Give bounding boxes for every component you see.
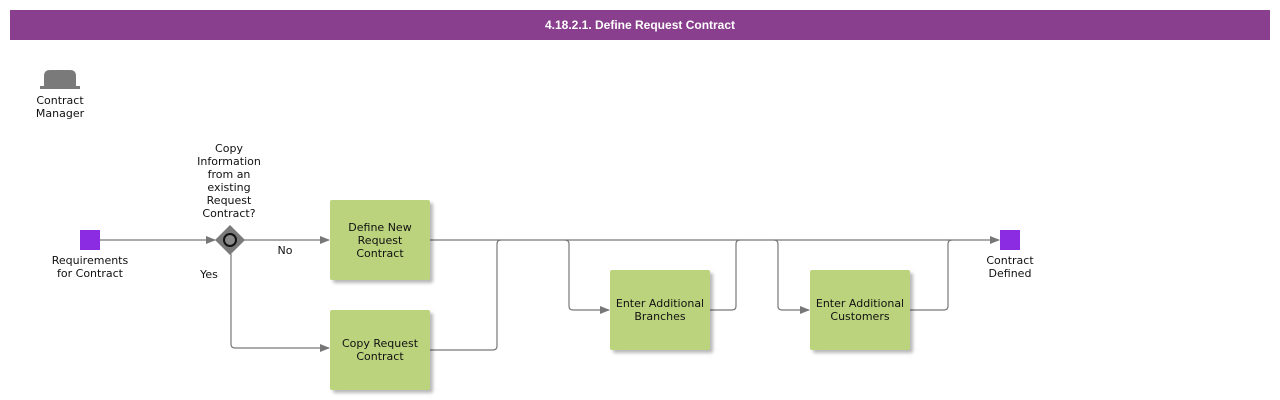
flow-copy-to-main [430,239,502,351]
flow-customers-to-main [910,239,953,311]
flow-main-to-customers [773,239,810,314]
end-event-label: Contract Defined [986,254,1034,280]
role-hat-icon [40,70,80,89]
diagram-title: 4.18.2.1. Define Request Contract [10,10,1270,40]
start-event[interactable] [80,230,100,250]
flow-gateway-yes [230,254,330,352]
gateway-no-label: No [277,244,293,257]
start-event-label: Requirements for Contract [51,254,129,280]
gateway-yes-label: Yes [200,268,218,281]
task-enter-additional-customers[interactable]: Enter Additional Customers [810,270,910,350]
task-copy-request-contract[interactable]: Copy Request Contract [330,310,430,390]
flow-branches-to-main [710,239,741,311]
gateway-question: Copy Information from an existing Reques… [197,142,261,220]
role-label: Contract Manager [35,94,85,120]
end-event[interactable] [1000,230,1020,250]
task-enter-additional-branches[interactable]: Enter Additional Branches [610,270,710,350]
task-define-new-request-contract[interactable]: Define New Request Contract [330,200,430,280]
flow-main-to-branches [564,239,610,314]
gateway-diamond-icon[interactable] [214,224,246,256]
